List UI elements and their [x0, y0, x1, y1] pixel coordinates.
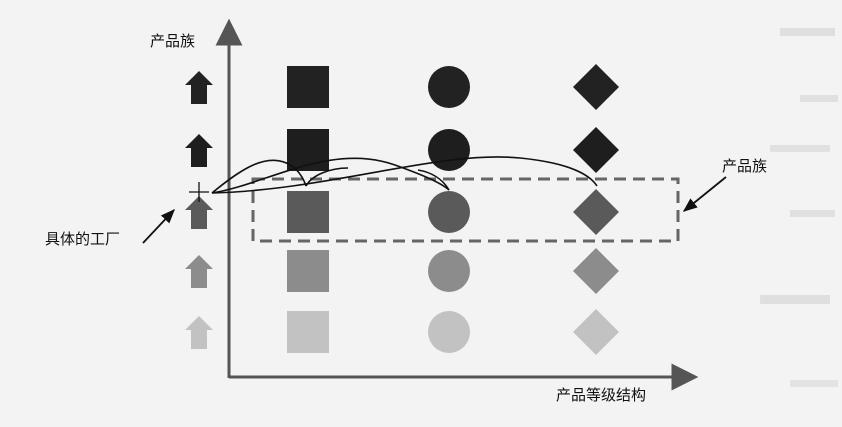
product-family-box — [251, 177, 680, 243]
shape-grid — [185, 64, 619, 355]
factory-arrow-up-row-5 — [185, 316, 213, 349]
product-b-circle-row-5 — [428, 311, 470, 353]
factory-connector-curves — [211, 156, 598, 194]
product-a-square-row-4 — [287, 250, 329, 292]
factory-pointer-arrow — [142, 208, 175, 244]
curve-to-diamond — [211, 156, 598, 194]
factory-arrow-up-row-1 — [185, 71, 213, 104]
x-axis-label: 产品等级结构 — [556, 386, 646, 404]
product-c-diamond-row-3 — [573, 189, 619, 235]
product-c-diamond-row-2 — [573, 127, 619, 173]
family-pointer-arrow — [682, 176, 727, 212]
family-annotation-label: 产品族 — [722, 157, 767, 175]
factory-arrow-up-row-3 — [185, 196, 213, 229]
product-c-diamond-row-1 — [573, 64, 619, 110]
product-c-diamond-row-5 — [573, 309, 619, 355]
product-b-circle-row-2 — [428, 129, 470, 171]
curve-return-circle — [417, 169, 450, 191]
factory-arrow-up-row-2 — [185, 134, 213, 167]
y-axis-label: 产品族 — [150, 32, 195, 50]
product-b-circle-row-4 — [428, 250, 470, 292]
product-b-circle-row-3 — [428, 191, 470, 233]
product-a-square-row-2 — [287, 129, 329, 171]
product-a-square-row-3 — [287, 191, 329, 233]
curve-to-circle — [211, 157, 450, 194]
curve-to-square — [211, 159, 307, 194]
curve-return-square — [305, 167, 349, 187]
background-bleed-text — [760, 28, 838, 387]
product-b-circle-row-1 — [428, 66, 470, 108]
product-a-square-row-1 — [287, 66, 329, 108]
factory-arrow-up-row-4 — [185, 255, 213, 288]
factory-annotation-label: 具体的工厂 — [45, 230, 120, 248]
product-a-square-row-5 — [287, 311, 329, 353]
crosshair-cursor-icon — [189, 182, 209, 202]
product-c-diamond-row-4 — [573, 248, 619, 294]
